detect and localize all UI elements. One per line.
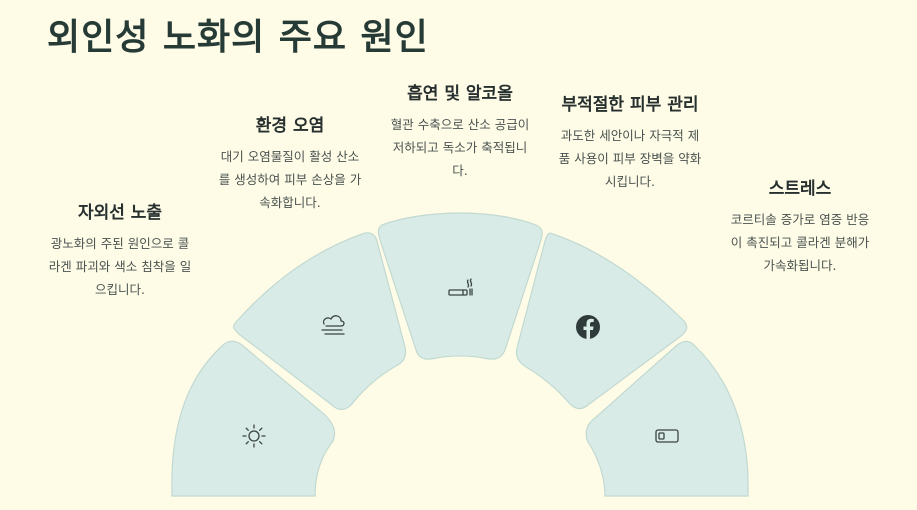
cause-uv-label: 자외선 노출 광노화의 주된 원인으로 콜라겐 파괴와 색소 침착을 일으킵니다… [48, 202, 192, 301]
segment-skincare[interactable] [515, 232, 688, 410]
facebook-icon [576, 315, 600, 339]
cause-pollution-title: 환경 오염 [255, 116, 325, 136]
sun-gear-icon [242, 424, 266, 448]
cause-pollution-desc: 대기 오염물질이 활성 산소를 생성하여 피부 손상을 가속화합니다. [218, 149, 362, 210]
cause-stress-title: 스트레스 [768, 179, 832, 199]
cause-skincare-label: 부적절한 피부 관리 과도한 세안이나 자극적 제품 사용이 피부 장벽을 약화… [558, 94, 702, 193]
cause-pollution-label: 환경 오염 대기 오염물질이 활성 산소를 생성하여 피부 손상을 가속화합니다… [218, 115, 362, 214]
cause-smoking-title: 흡연 및 알코올 [407, 84, 513, 104]
page-title: 외인성 노화의 주요 원인 [47, 17, 429, 58]
segment-pollution[interactable] [233, 232, 407, 411]
cause-stress-desc: 코르티솔 증가로 염증 반응이 촉진되고 콜라겐 분해가 가속화됩니다. [730, 212, 870, 273]
segment-stress[interactable] [585, 340, 749, 497]
cigarette-icon [448, 278, 473, 296]
cause-uv-title: 자외선 노출 [77, 203, 163, 223]
toggle-card-icon [655, 429, 679, 443]
cause-smoking-label: 흡연 및 알코올 혈관 수축으로 산소 공급이 저하되고 독소가 축적됩니다. [388, 83, 532, 182]
cause-skincare-title: 부적절한 피부 관리 [561, 95, 699, 115]
cause-uv-desc: 광노화의 주된 원인으로 콜라겐 파괴와 색소 침착을 일으킵니다. [48, 236, 192, 297]
smog-icon [321, 315, 345, 335]
segment-uv[interactable] [171, 340, 336, 497]
cause-stress-label: 스트레스 코르티솔 증가로 염증 반응이 촉진되고 콜라겐 분해가 가속화됩니다… [728, 178, 872, 277]
segment-smoking[interactable] [377, 212, 543, 360]
cause-smoking-desc: 혈관 수축으로 산소 공급이 저하되고 독소가 축적됩니다. [390, 117, 530, 178]
cause-skincare-desc: 과도한 세안이나 자극적 제품 사용이 피부 장벽을 약화시킵니다. [558, 128, 702, 189]
